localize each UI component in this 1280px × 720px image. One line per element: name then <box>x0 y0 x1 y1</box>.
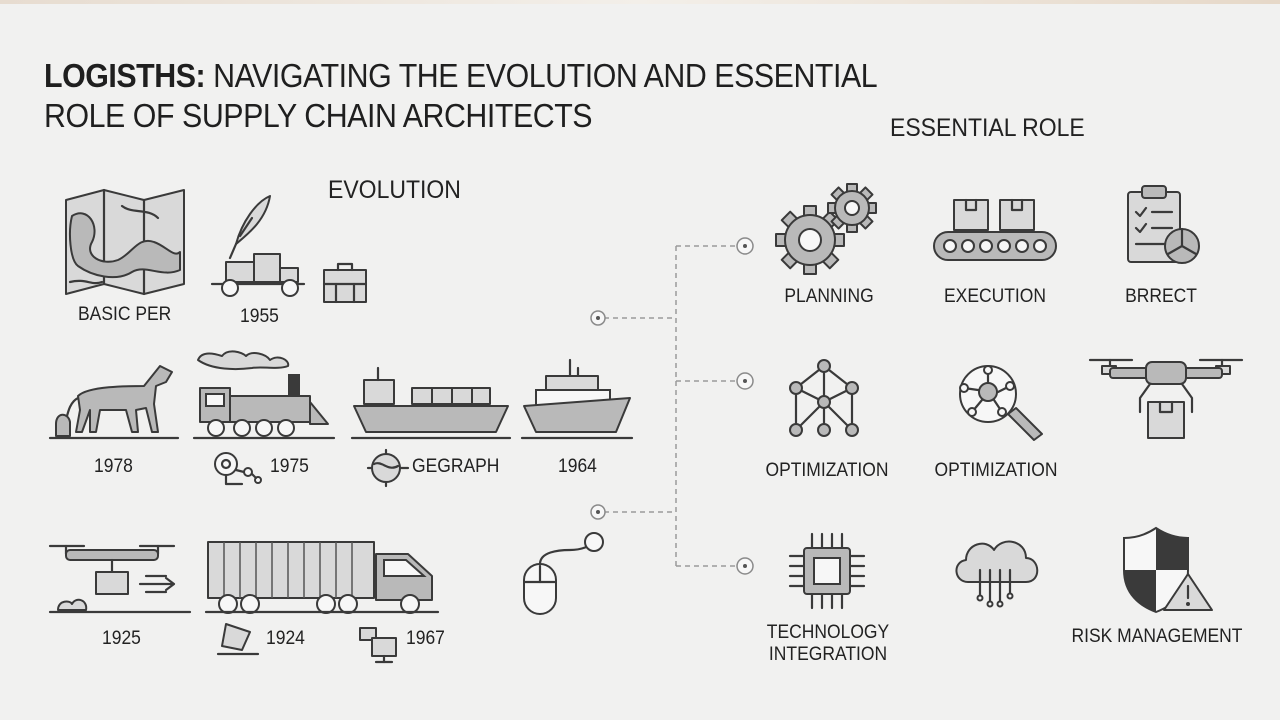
network-icon <box>789 359 859 437</box>
computer-icon <box>359 627 397 664</box>
title-lead: LOGISTHS: <box>44 57 206 94</box>
cloud-icon <box>955 540 1039 608</box>
quill-icon <box>210 195 306 297</box>
role-label-optimization-1: OPTIMIZATION <box>765 460 889 481</box>
page-title: LOGISTHS: NAVIGATING THE EVOLUTION AND E… <box>44 56 878 136</box>
evolution-label-1967: 1967 <box>406 628 445 649</box>
chip-icon <box>788 532 866 610</box>
drone-icon <box>1088 358 1244 439</box>
evolution-label-gegraph: GEGRAPH <box>412 456 500 477</box>
role-label-risk-management: RISK MANAGEMENT <box>1071 626 1243 647</box>
evolution-label-1964: 1964 <box>558 456 597 477</box>
conveyor-icon <box>933 198 1057 261</box>
laptop-icon <box>216 623 260 656</box>
role-label-technology-integration: TECHNOLOGY INTEGRATION <box>767 622 889 666</box>
globe-gear-icon <box>366 448 410 488</box>
truck-icon <box>204 541 440 614</box>
device-icon <box>214 452 262 486</box>
top-accent-bar <box>0 0 1280 4</box>
clipboard-icon <box>1127 185 1200 264</box>
essential-role-heading: ESSENTIAL ROLE <box>890 114 1085 142</box>
ferry-icon <box>520 358 634 440</box>
evolution-label-1924: 1924 <box>266 628 305 649</box>
title-line1: NAVIGATING THE EVOLUTION AND ESSENTIAL <box>205 57 878 94</box>
steam-train-icon <box>192 350 336 440</box>
role-label-execution: EXECUTION <box>944 286 1046 307</box>
evolution-heading: EVOLUTION <box>328 176 461 204</box>
role-label-optimization-2: OPTIMIZATION <box>934 460 1058 481</box>
evolution-label-1978: 1978 <box>94 456 133 477</box>
evolution-label-1975: 1975 <box>270 456 309 477</box>
title-line2: ROLE OF SUPPLY CHAIN ARCHITECTS <box>44 97 593 134</box>
magnifier-icon <box>959 365 1043 441</box>
map-icon <box>65 188 185 296</box>
evolution-label-1955: 1955 <box>240 306 279 327</box>
cargo-ship-icon <box>350 366 512 440</box>
evolution-label-1925: 1925 <box>102 628 141 649</box>
role-label-technology: TECHNOLOGY <box>766 622 890 643</box>
mouse-icon <box>523 532 604 615</box>
drone-delivery-icon <box>48 544 192 614</box>
role-label-brrect: BRRECT <box>1125 286 1197 307</box>
evolution-label-basic-per: BASIC PER <box>78 304 172 325</box>
horse-icon <box>48 365 180 440</box>
gears-icon <box>775 183 877 275</box>
role-label-planning: PLANNING <box>784 286 874 307</box>
role-label-integration: INTEGRATION <box>768 644 888 665</box>
shield-icon <box>1123 526 1213 614</box>
crate-icon <box>322 262 368 304</box>
